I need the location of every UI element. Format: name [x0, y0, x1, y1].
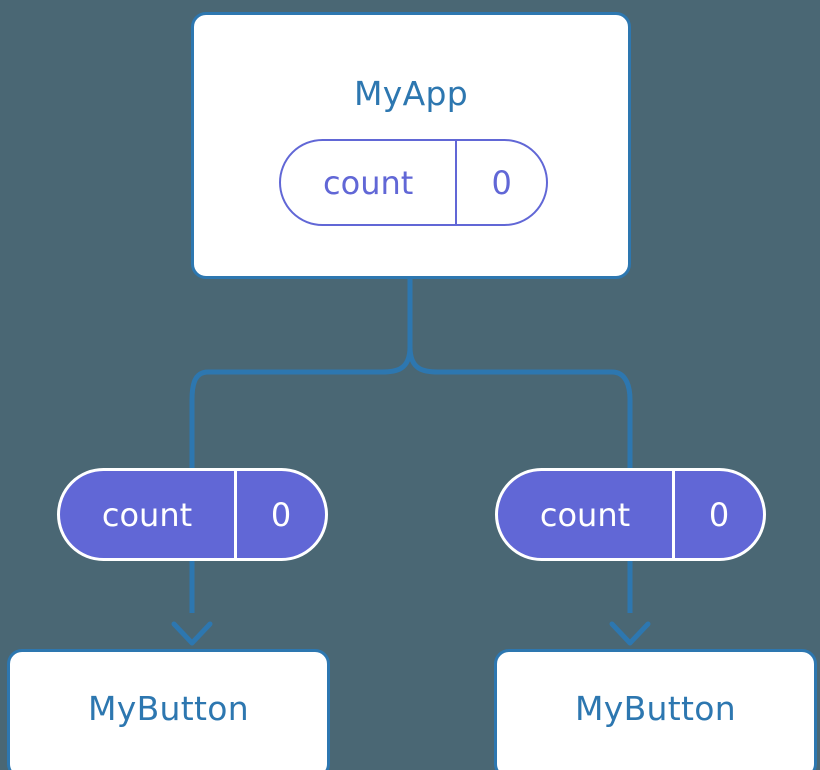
state-pill-myapp-count[interactable]: count 0	[279, 139, 548, 226]
component-card-mybutton-left[interactable]: MyButton	[7, 649, 330, 770]
prop-pill-right-count[interactable]: count 0	[495, 468, 766, 561]
state-pill-value: 0	[455, 141, 546, 224]
arrowhead-left-icon	[171, 621, 213, 646]
prop-pill-key: count	[539, 495, 631, 534]
component-title-myapp: MyApp	[354, 74, 468, 113]
prop-pill-value: 0	[234, 471, 325, 558]
prop-pill-left-count[interactable]: count 0	[57, 468, 328, 561]
prop-pill-value: 0	[672, 471, 763, 558]
component-card-myapp[interactable]: MyApp count 0	[191, 12, 631, 279]
state-pill-key: count	[323, 163, 414, 202]
component-title-mybutton: MyButton	[88, 689, 249, 728]
component-card-mybutton-right[interactable]: MyButton	[494, 649, 817, 770]
arrowhead-right-icon	[609, 621, 651, 646]
prop-pill-key: count	[101, 495, 193, 534]
component-title-mybutton: MyButton	[575, 689, 736, 728]
